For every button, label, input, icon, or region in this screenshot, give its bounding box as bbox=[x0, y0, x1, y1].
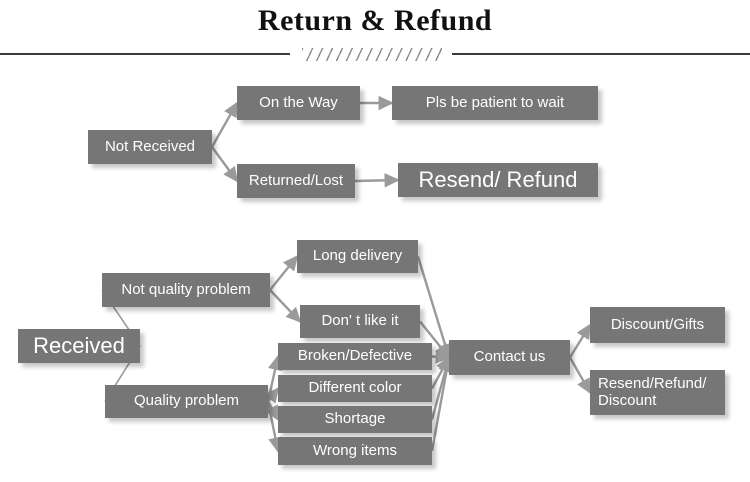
connector-quality-to-shortage bbox=[265, 400, 280, 422]
flow-node-shortage: Shortage bbox=[278, 406, 432, 433]
flow-node-label: On the Way bbox=[259, 93, 338, 111]
connector-wrong-items-to-contact-us bbox=[430, 355, 454, 452]
flow-node-label: Not Received bbox=[104, 137, 196, 155]
connector-not-received-to-returned-lost bbox=[211, 146, 239, 183]
flow-node-quality: Quality problem bbox=[105, 385, 268, 418]
connector-quality-to-wrong-items bbox=[266, 401, 283, 453]
connector-contact-us-to-discount-gifts bbox=[568, 323, 592, 359]
flow-node-different-color: Different color bbox=[278, 375, 432, 402]
flow-node-label: Pls be patient to wait bbox=[425, 93, 565, 111]
flow-node-label: Contact us bbox=[473, 348, 546, 366]
flow-node-resend-refund: Resend/ Refund bbox=[398, 163, 598, 197]
flow-node-label: Discount/Gifts bbox=[610, 315, 705, 333]
flow-node-broken-defective: Broken/Defective bbox=[278, 343, 432, 370]
flow-node-received: Received bbox=[18, 329, 140, 363]
flow-node-label: Shortage bbox=[324, 410, 386, 428]
divider-rule-right bbox=[452, 53, 750, 55]
flow-node-wrong-items: Wrong items bbox=[278, 437, 432, 465]
divider-rule-left bbox=[0, 53, 290, 55]
page-title: Return & Refund bbox=[257, 4, 493, 37]
header-divider bbox=[0, 48, 750, 61]
connector-not-quality-to-dont-like-it bbox=[269, 289, 302, 323]
flow-node-long-delivery: Long delivery bbox=[297, 240, 418, 273]
flow-node-contact-us: Contact us bbox=[449, 340, 570, 375]
connector-quality-to-different-color bbox=[264, 386, 280, 404]
hatched-divider-icon bbox=[302, 48, 442, 61]
flow-node-label: Resend/Refund/ Discount bbox=[598, 374, 707, 409]
flow-node-label: Different color bbox=[308, 379, 402, 397]
connector-returned-lost-to-resend-refund bbox=[354, 173, 400, 188]
connector-broken-defective-to-contact-us bbox=[431, 349, 451, 364]
flow-node-pls-be-patient: Pls be patient to wait bbox=[392, 86, 598, 120]
connector-shortage-to-contact-us bbox=[430, 355, 453, 420]
connector-quality-to-broken-defective bbox=[266, 354, 283, 402]
flow-node-label: Not quality problem bbox=[121, 280, 251, 298]
flow-node-on-the-way: On the Way bbox=[237, 86, 360, 120]
connector-different-color-to-contact-us bbox=[430, 355, 451, 390]
flow-node-label: Received bbox=[33, 332, 125, 358]
flow-node-label: Don' t like it bbox=[321, 312, 399, 330]
flow-node-label: Long delivery bbox=[312, 247, 403, 265]
flow-node-label: Quality problem bbox=[133, 392, 240, 410]
connector-not-received-to-on-the-way bbox=[210, 101, 239, 148]
flow-node-label: Resend/ Refund bbox=[418, 166, 578, 192]
flow-node-label: Wrong items bbox=[313, 441, 397, 459]
flow-node-label: Broken/Defective bbox=[297, 347, 413, 365]
flow-node-dont-like-it: Don' t like it bbox=[300, 305, 420, 338]
flow-node-not-quality: Not quality problem bbox=[102, 273, 270, 307]
flow-node-discount-gifts: Discount/Gifts bbox=[590, 307, 725, 343]
connector-not-quality-to-long-delivery bbox=[269, 255, 299, 291]
connector-contact-us-to-resend-refund-disc bbox=[568, 356, 592, 395]
flow-node-label: Returned/Lost bbox=[248, 171, 344, 189]
flow-node-not-received: Not Received bbox=[88, 130, 212, 164]
flow-node-resend-refund-disc: Resend/Refund/ Discount bbox=[590, 370, 725, 415]
flow-node-returned-lost: Returned/Lost bbox=[237, 164, 355, 198]
